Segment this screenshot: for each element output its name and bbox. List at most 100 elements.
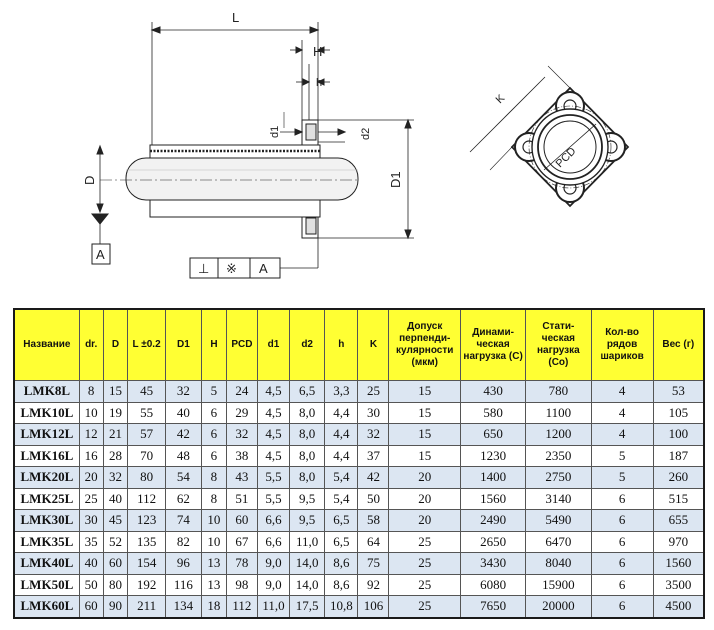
table-cell: 8 xyxy=(78,380,104,403)
table-cell: 655 xyxy=(652,509,705,532)
table-cell: 1100 xyxy=(525,401,592,424)
table-cell: 75 xyxy=(357,552,390,575)
table-cell: 90 xyxy=(102,595,129,618)
table-cell: 10 xyxy=(201,509,227,532)
table-cell: 4500 xyxy=(652,595,705,618)
table-cell: 10 xyxy=(201,530,227,553)
table-cell: 52 xyxy=(102,530,129,553)
table-cell: 38 xyxy=(225,444,258,467)
frame-perpendicularity-symbol: ⊥ xyxy=(198,261,209,276)
header-d2: d2 xyxy=(289,308,326,381)
table-cell: 6,5 xyxy=(324,509,359,532)
dim-label-d2: d2 xyxy=(360,128,372,140)
table-cell: 5 xyxy=(590,444,654,467)
table-cell: 60 xyxy=(102,552,129,575)
header-H: H xyxy=(201,308,227,381)
table-cell: 18 xyxy=(201,595,227,618)
header-L: L ±0.2 xyxy=(127,308,166,381)
table-cell: 6 xyxy=(590,530,654,553)
table-cell: 4,4 xyxy=(324,423,359,446)
table-cell: 8,0 xyxy=(289,423,326,446)
table-cell: 5,5 xyxy=(256,487,291,510)
table-cell: 1560 xyxy=(652,552,705,575)
table-cell: 6 xyxy=(590,552,654,575)
table-cell: 17,5 xyxy=(289,595,326,618)
table-cell: 42 xyxy=(357,466,390,489)
table-cell: 5,4 xyxy=(324,487,359,510)
table-cell-model: LMK8L xyxy=(13,380,80,403)
table-cell-model: LMK16L xyxy=(13,444,80,467)
table-cell: 4 xyxy=(590,423,654,446)
table-cell: 106 xyxy=(357,595,390,618)
table-cell: 32 xyxy=(357,423,390,446)
table-cell: 123 xyxy=(127,509,166,532)
table-cell: 650 xyxy=(459,423,527,446)
table-cell: 105 xyxy=(652,401,705,424)
table-cell: 4,5 xyxy=(256,380,291,403)
table-cell: 580 xyxy=(459,401,527,424)
table-cell: 60 xyxy=(225,509,258,532)
table-cell: 58 xyxy=(357,509,390,532)
table-cell: 14,0 xyxy=(289,573,326,596)
table-cell: 10 xyxy=(78,401,104,424)
table-cell: 8 xyxy=(201,487,227,510)
header-ball-rows: Кол-во рядов шариков xyxy=(590,308,654,381)
table-cell: 9,5 xyxy=(289,509,326,532)
table-cell: 16 xyxy=(78,444,104,467)
table-cell: 8,0 xyxy=(289,444,326,467)
table-cell: 5,5 xyxy=(256,466,291,489)
table-cell: 5490 xyxy=(525,509,592,532)
header-D: D xyxy=(102,308,129,381)
table-cell-model: LMK50L xyxy=(13,573,80,596)
table-cell: 3500 xyxy=(652,573,705,596)
table-cell: 32 xyxy=(225,423,258,446)
table-cell: 211 xyxy=(127,595,166,618)
table-cell: 8,6 xyxy=(324,552,359,575)
table-cell: 30 xyxy=(78,509,104,532)
table-cell: 45 xyxy=(127,380,166,403)
table-cell: 40 xyxy=(164,401,203,424)
table-cell: 51 xyxy=(225,487,258,510)
table-cell: 25 xyxy=(357,380,390,403)
table-cell: 6080 xyxy=(459,573,527,596)
table-cell: 4 xyxy=(590,401,654,424)
frame-symmetry-symbol: ※ xyxy=(226,261,237,276)
table-cell: 20 xyxy=(388,487,461,510)
table-cell: 54 xyxy=(164,466,203,489)
table-cell: 2750 xyxy=(525,466,592,489)
table-cell: 6 xyxy=(201,444,227,467)
dim-label-H: H xyxy=(313,44,322,59)
table-cell: 98 xyxy=(225,573,258,596)
table-cell: 48 xyxy=(164,444,203,467)
table-cell: 15 xyxy=(102,380,129,403)
technical-drawing: L H h d1 d2 D D1 A ⊥ ※ A K PCD xyxy=(82,10,630,279)
table-cell-model: LMK35L xyxy=(13,530,80,553)
table-cell: 4,5 xyxy=(256,423,291,446)
table-cell: 2490 xyxy=(459,509,527,532)
table-cell: 6 xyxy=(590,573,654,596)
table-cell: 780 xyxy=(525,380,592,403)
table-cell: 5,4 xyxy=(324,466,359,489)
header-dr: dr. xyxy=(78,308,104,381)
dim-label-D: D xyxy=(82,176,97,185)
table-cell: 11,0 xyxy=(289,530,326,553)
table-cell: 2650 xyxy=(459,530,527,553)
table-cell: 70 xyxy=(127,444,166,467)
table-cell: 260 xyxy=(652,466,705,489)
table-cell: 112 xyxy=(127,487,166,510)
table-cell: 74 xyxy=(164,509,203,532)
table-cell: 15 xyxy=(388,401,461,424)
dim-label-d1: d1 xyxy=(269,126,281,138)
table-cell: 19 xyxy=(102,401,129,424)
table-cell: 8,0 xyxy=(289,466,326,489)
table-cell: 67 xyxy=(225,530,258,553)
table-cell: 1560 xyxy=(459,487,527,510)
table-cell: 4 xyxy=(590,380,654,403)
